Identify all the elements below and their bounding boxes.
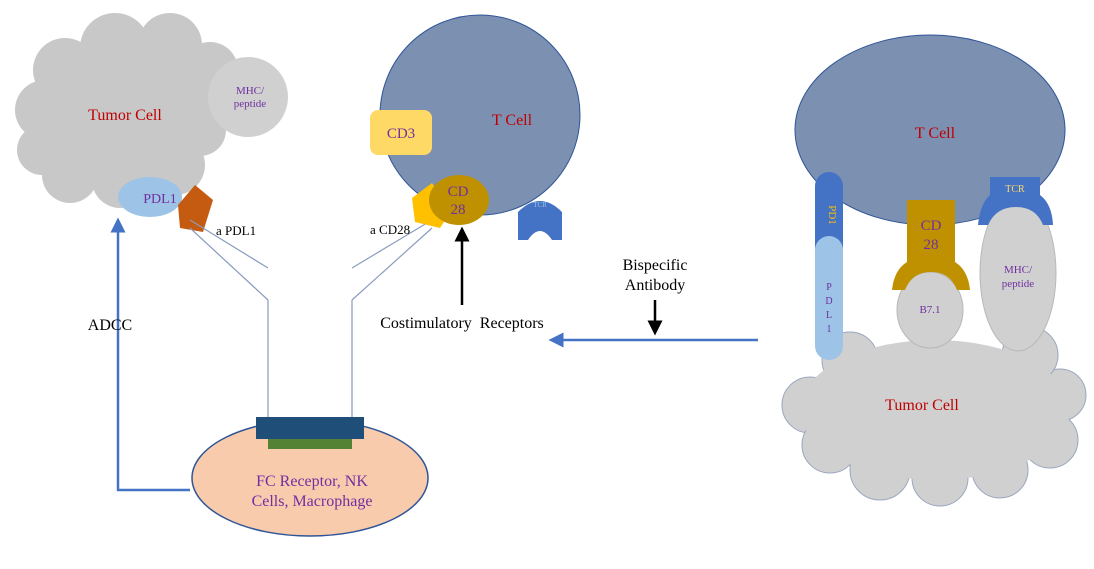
left-tumor-cell-label: Tumor Cell xyxy=(88,107,162,124)
right-pdl1-letter-d: D xyxy=(825,296,832,307)
right-cd28-label-2: 28 xyxy=(924,237,939,253)
adcc-arrow xyxy=(110,217,190,492)
right-pdl1 xyxy=(815,236,843,360)
right-cd28 xyxy=(892,200,970,290)
middle-cd28-label-1: CD xyxy=(448,184,469,200)
middle-tcr xyxy=(518,201,562,240)
right-tcr-label: TCR xyxy=(1005,184,1025,195)
right-t-cell-label: T Cell xyxy=(915,125,956,142)
cd3-label: CD3 xyxy=(387,126,415,142)
anti-cd28-label: a CD28 xyxy=(370,222,410,237)
fc-receptor-bar xyxy=(256,417,364,439)
antibody-arms xyxy=(189,219,433,418)
left-tumor-cell xyxy=(15,13,238,208)
right-pdl1-letter-l: L xyxy=(826,310,832,321)
bispecific-label-2: Antibody xyxy=(625,277,685,294)
right-pdl1-letter-p: P xyxy=(826,282,832,293)
right-tumor-cell-label: Tumor Cell xyxy=(885,397,959,414)
right-pdl1-letter-1: 1 xyxy=(827,324,832,335)
right-mhc-label-2: peptide xyxy=(1002,278,1034,290)
middle-t-cell-label: T Cell xyxy=(492,112,533,129)
fc-receptor-label-2: Cells, Macrophage xyxy=(252,493,373,510)
right-tumor-body xyxy=(800,340,1070,480)
costimulatory-label: Costimulatory Receptors xyxy=(380,315,544,332)
left-pdl1-label: PDL1 xyxy=(143,192,176,207)
left-mhc-label-1: MHC/ xyxy=(236,85,265,97)
bispecific-label-1: Bispecific xyxy=(623,257,688,274)
right-pd1-label: PD1 xyxy=(826,205,838,225)
right-mhc-label-1: MHC/ xyxy=(1004,264,1033,276)
fc-receptor-green-bar xyxy=(268,439,352,449)
middle-tcr-label: TCR xyxy=(533,201,547,209)
middle-cd28-label-2: 28 xyxy=(451,202,466,218)
anti-pdl1-label: a PDL1 xyxy=(216,223,256,238)
right-b71-label: B7.1 xyxy=(919,304,940,316)
middle-cd28 xyxy=(429,175,489,225)
left-pdl1 xyxy=(118,177,182,217)
left-mhc-label-2: peptide xyxy=(234,98,266,110)
right-tcr xyxy=(978,177,1053,225)
right-cd28-label-1: CD xyxy=(921,218,942,234)
adcc-label: ADCC xyxy=(88,317,132,334)
anti-pdl1-fab xyxy=(178,185,213,232)
fc-receptor-label-1: FC Receptor, NK xyxy=(256,473,368,490)
cd3 xyxy=(370,110,432,155)
left-mhc-peptide: MHC/ peptide xyxy=(208,57,288,137)
